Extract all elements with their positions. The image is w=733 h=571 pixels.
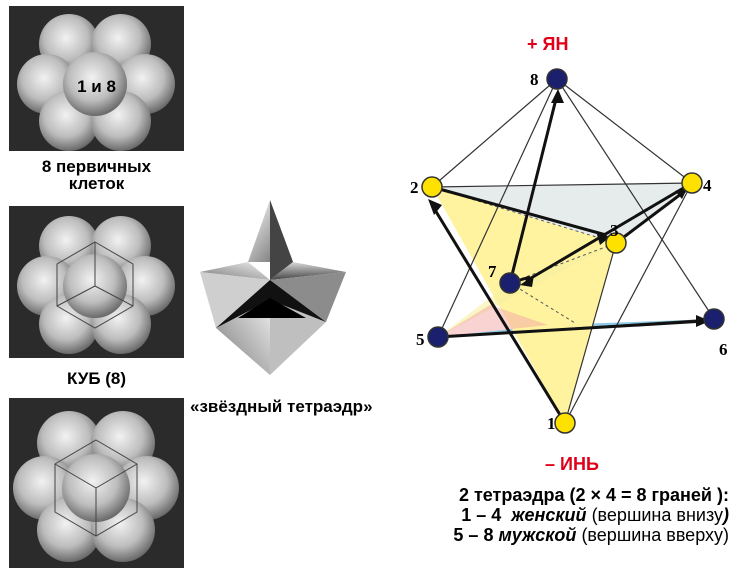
vertex-label-7: 7	[488, 262, 497, 281]
panel-primary-cells: 1 и 8	[9, 6, 184, 151]
caption-line-2-num: 1 – 4	[461, 505, 502, 525]
star-tetrahedron-caption: «звёздный тетраэдр»	[190, 397, 373, 416]
primary-cells-caption-line2: клеток	[68, 174, 125, 193]
caption-line-2: 1 – 4 женский (вершина внизу)	[453, 505, 729, 525]
caption-line-1: 2 тетраэдра (2 × 4 = 8 граней ):	[458, 485, 729, 505]
panel-center-label: 1 и 8	[77, 77, 116, 96]
cube-spheres-image-2	[13, 411, 179, 562]
yang-label: + ЯН	[527, 34, 569, 54]
tetrahedra-diagram	[421, 68, 725, 434]
vertex-label-3: 3	[610, 221, 619, 240]
caption-line-3: 5 – 8 мужской (вершина вверху)	[453, 525, 729, 545]
cube-caption: КУБ (8)	[66, 369, 127, 388]
cube-spheres-image	[17, 216, 175, 354]
caption-line-3-num: 5 – 8	[453, 525, 494, 545]
caption-line-3-word: мужской	[498, 525, 577, 545]
panel-cube	[9, 206, 184, 358]
tetrahedra-caption: 2 тетраэдра (2 × 4 = 8 граней ): 1 – 4 ж…	[453, 485, 729, 545]
vertex-label-8: 8	[530, 70, 539, 89]
vertex-label-4: 4	[703, 176, 712, 195]
vertex-label-2: 2	[410, 178, 419, 197]
caption-line-2-rest: (вершина внизу	[591, 505, 723, 525]
spheres-image	[17, 14, 175, 151]
panel-cube-2	[9, 398, 184, 568]
caption-line-3-rest: (вершина вверху)	[581, 525, 729, 545]
caption-line-2-word: женский	[511, 505, 587, 525]
star-tetrahedron-image	[200, 200, 346, 375]
caption-line-2-close: )	[723, 505, 729, 525]
vertex-label-1: 1	[547, 414, 556, 433]
primary-cells-caption-line1: 8 первичных	[41, 157, 152, 176]
yin-label: – ИНЬ	[545, 454, 599, 474]
vertex-label-5: 5	[416, 330, 425, 349]
vertex-label-6: 6	[719, 340, 728, 359]
